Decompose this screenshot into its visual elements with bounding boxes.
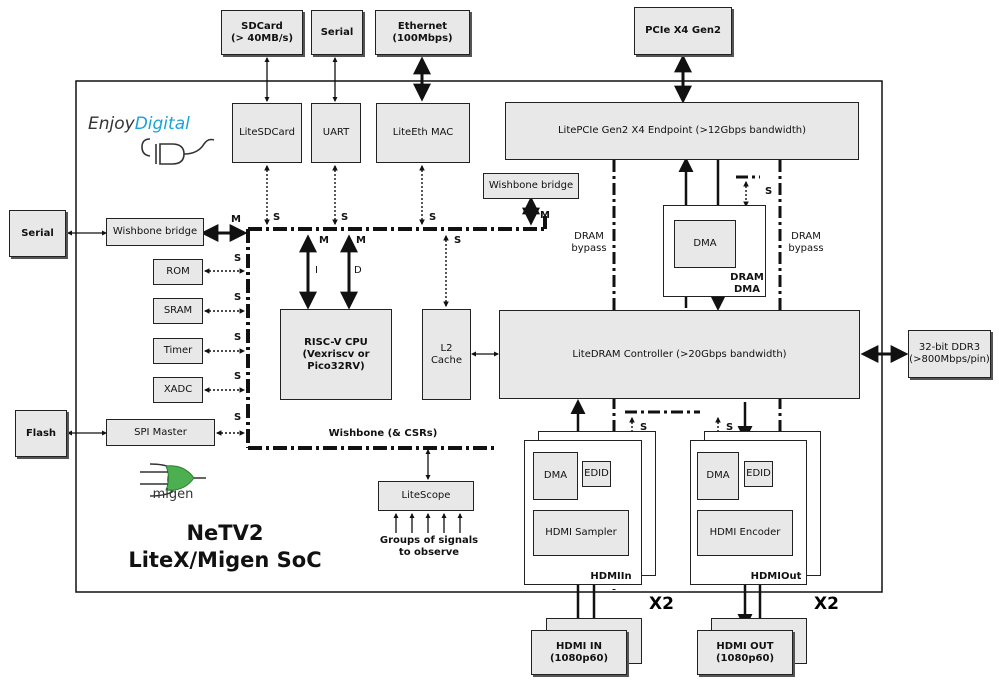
- dram-dma-label: DRAM DMA: [730, 272, 764, 295]
- edid-in-block: EDID: [582, 461, 611, 487]
- migen-logo-gate: [140, 463, 206, 497]
- port-m: M: [540, 210, 550, 221]
- serial-left-external: Serial: [9, 210, 66, 257]
- port-s: S: [234, 371, 242, 382]
- port-d: D: [354, 265, 362, 276]
- soc-title: NeTV2 LiteX/Migen SoC: [110, 520, 340, 575]
- liteeth-block: LiteEth MAC: [376, 103, 470, 163]
- edid-out-block: EDID: [744, 461, 773, 487]
- hdmi-out-group-label: HDMIOut: [750, 571, 802, 582]
- litepcie-block: LitePCIe Gen2 X4 Endpoint (>12Gbps bandw…: [505, 102, 859, 160]
- port-s: S: [429, 212, 437, 223]
- port-i: I: [315, 265, 318, 276]
- ddr3-external: 32-bit DDR3 (>800Mbps/pin): [908, 330, 991, 378]
- wishbone-bridge-right: Wishbone bridge: [483, 173, 579, 199]
- port-s: S: [234, 332, 242, 343]
- port-s: S: [273, 212, 281, 223]
- uart-block: UART: [311, 103, 361, 163]
- enjoy-text: Enjoy: [88, 114, 135, 134]
- dram-bypass-left-label: DRAM bypass: [571, 231, 607, 254]
- timer-block: Timer: [153, 338, 203, 364]
- serial-top-external: Serial: [311, 10, 363, 55]
- soc-boundary: [75, 80, 883, 593]
- xadc-block: XADC: [153, 377, 203, 403]
- sram-block: SRAM: [153, 298, 203, 324]
- port-m: M: [356, 235, 366, 246]
- soc-title-line2: LiteX/Migen SoC: [128, 548, 322, 573]
- wishbone-bus-label: Wishbone (& CSRs): [328, 428, 438, 439]
- hdmi-encoder-block: HDMI Encoder: [697, 510, 793, 556]
- x2-left-label: X2: [649, 594, 674, 614]
- rom-block: ROM: [153, 259, 203, 285]
- flash-external: Flash: [15, 410, 67, 457]
- digital-text: Digital: [134, 114, 190, 134]
- hdmi-sampler-block: HDMI Sampler: [533, 510, 629, 556]
- port-s: S: [234, 412, 242, 423]
- soc-title-line1: NeTV2: [186, 521, 264, 545]
- spi-master-block: SPI Master: [106, 419, 215, 446]
- dma-in-block: DMA: [533, 452, 578, 500]
- port-s: S: [234, 292, 242, 303]
- port-s: S: [341, 212, 349, 223]
- x2-right-label: X2: [814, 594, 839, 614]
- litescope-signals-label: Groups of signals to observe: [379, 535, 479, 558]
- plug-doodle: [141, 138, 215, 165]
- port-s: S: [454, 235, 462, 246]
- sdcard-external: SDCard (> 40MB/s): [221, 10, 303, 55]
- wishbone-bus: [246, 216, 547, 450]
- port-s: S: [726, 422, 734, 433]
- hdmi-in-connector: HDMI IN (1080p60): [531, 630, 627, 675]
- enjoy-digital-logo: EnjoyDigital: [88, 114, 190, 134]
- litedram-block: LiteDRAM Controller (>20Gbps bandwidth): [499, 310, 860, 399]
- wishbone-bridge-left: Wishbone bridge: [106, 218, 204, 246]
- port-m: M: [319, 235, 329, 246]
- dram-bypass-right-label: DRAM bypass: [788, 231, 824, 254]
- cpu-block: RISC-V CPU (Vexriscv or Pico32RV): [280, 309, 392, 400]
- dma-top-block: DMA: [674, 220, 736, 268]
- l2-cache-block: L2 Cache: [422, 309, 471, 400]
- litesdcard-block: LiteSDCard: [232, 103, 302, 163]
- port-s: S: [640, 422, 648, 433]
- pcie-external: PCIe X4 Gen2: [634, 7, 732, 55]
- hdmi-in-group-label: HDMIIn: [590, 571, 632, 582]
- hdmi-out-connector: HDMI OUT (1080p60): [697, 630, 793, 675]
- litescope-block: LiteScope: [378, 481, 474, 511]
- migen-logo-text: migen: [152, 487, 194, 502]
- port-s: S: [234, 253, 242, 264]
- port-s: S: [765, 186, 773, 197]
- dma-out-block: DMA: [697, 452, 739, 500]
- port-m: M: [231, 214, 241, 225]
- ethernet-external: Ethernet (100Mbps): [375, 10, 470, 55]
